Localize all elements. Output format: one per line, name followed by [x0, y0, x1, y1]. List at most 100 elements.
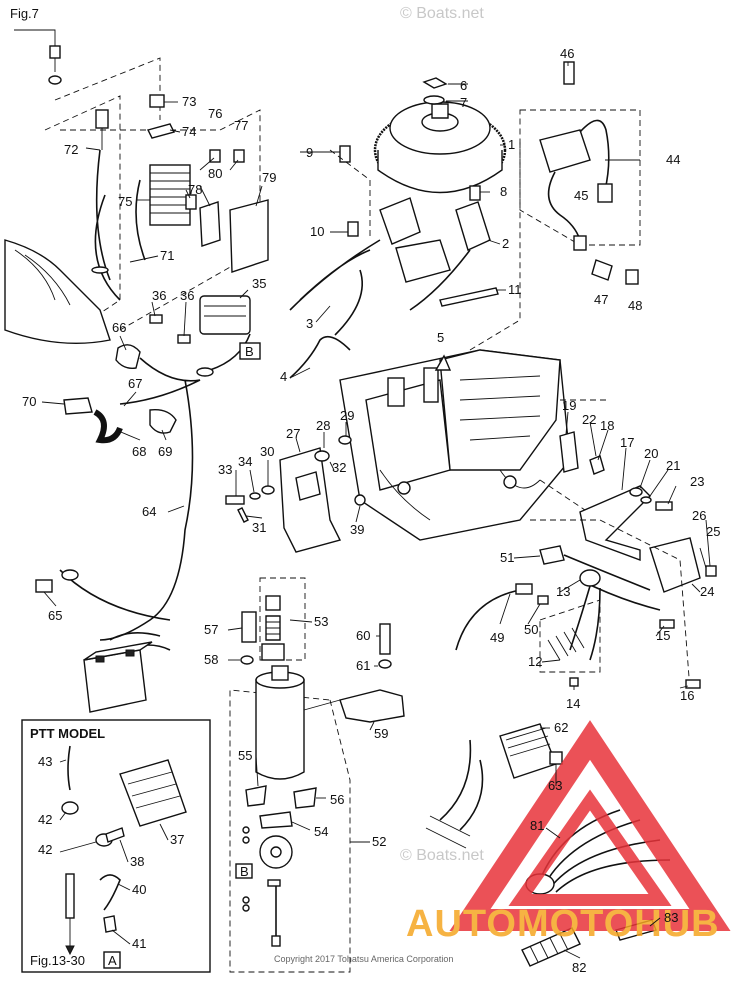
ignition-coil-group — [519, 61, 641, 285]
bolt-icon — [105, 827, 125, 843]
ref-a-label: A — [108, 953, 117, 968]
grommet-icon — [338, 435, 352, 445]
clip-icon — [237, 507, 249, 523]
bolt-icon — [177, 334, 191, 344]
callout-36-a: 36 — [152, 288, 166, 303]
collar-icon — [559, 431, 579, 473]
callout-32: 32 — [332, 460, 346, 475]
clamp-icon — [245, 785, 267, 807]
watermark-boats: © Boats.net — [400, 847, 484, 864]
copyright-text: Copyright 2017 Tohatsu America Corporati… — [274, 954, 453, 964]
logo-triangle-inner — [508, 789, 672, 906]
charge-coil-icon — [455, 201, 491, 251]
ref-box-b — [235, 863, 253, 879]
rod-icon — [439, 287, 499, 307]
callout-6: 6 — [460, 78, 467, 93]
cap-icon — [103, 915, 117, 933]
callout-numbers: 1 2 3 4 5 6 7 8 9 10 11 12 13 14 15 16 1… — [22, 46, 720, 975]
terminal-icon — [196, 367, 214, 377]
callout-9: 9 — [306, 145, 313, 160]
connector-icon — [149, 94, 165, 108]
callout-63: 63 — [548, 778, 562, 793]
callout-70: 70 — [22, 394, 36, 409]
washer-icon — [249, 492, 261, 500]
screw-icon — [705, 565, 717, 577]
ptt-model-panel: PTT MODEL Fig.13-30 A — [21, 719, 211, 973]
arrow-down-icon — [65, 945, 75, 956]
module-box-icon — [229, 199, 269, 273]
callout-58: 58 — [204, 652, 218, 667]
starter-group: B — [229, 577, 405, 973]
ref-b-label: B — [240, 864, 249, 879]
callout-45: 45 — [574, 188, 588, 203]
callout-83: 83 — [664, 910, 678, 925]
callout-25: 25 — [706, 524, 720, 539]
callout-79: 79 — [262, 170, 276, 185]
leader-lines — [41, 62, 711, 959]
cable-icon — [65, 873, 75, 919]
washer-icon — [378, 659, 392, 669]
callout-50: 50 — [524, 622, 538, 637]
relay-icon — [199, 295, 251, 335]
callout-52: 52 — [372, 834, 386, 849]
bolt-icon — [149, 314, 163, 324]
callout-41: 41 — [132, 936, 146, 951]
callout-8: 8 — [500, 184, 507, 199]
screw-icon — [233, 149, 245, 163]
callout-42-a: 42 — [38, 812, 52, 827]
callout-62: 62 — [554, 720, 568, 735]
bracket-17-group — [530, 431, 717, 691]
callout-30: 30 — [260, 444, 274, 459]
bolt-icon — [339, 145, 351, 163]
callout-72: 72 — [64, 142, 78, 157]
coil-icon — [395, 239, 451, 283]
switch-icon — [539, 545, 565, 565]
key-icon — [434, 354, 452, 371]
bracket-icon — [339, 689, 405, 723]
bracket-icon — [279, 447, 342, 553]
bracket-icon — [146, 123, 176, 139]
callout-35: 35 — [252, 276, 266, 291]
bolt-icon — [379, 623, 391, 655]
callout-53: 53 — [314, 614, 328, 629]
cap-icon — [149, 409, 177, 434]
callout-82: 82 — [572, 960, 586, 975]
relay-group: B — [149, 295, 261, 377]
callout-64: 64 — [142, 504, 156, 519]
pulser-coil-icon — [379, 197, 421, 245]
callout-28: 28 — [316, 418, 330, 433]
callout-47: 47 — [594, 292, 608, 307]
flywheel-icon — [373, 101, 507, 194]
cover-fragment — [4, 239, 111, 345]
callout-10: 10 — [310, 224, 324, 239]
terminal-icon — [91, 266, 109, 274]
callout-12: 12 — [528, 654, 542, 669]
callout-59: 59 — [374, 726, 388, 741]
bolt-icon — [625, 269, 639, 285]
callout-29: 29 — [340, 408, 354, 423]
stator-group — [289, 145, 499, 379]
callout-38: 38 — [130, 854, 144, 869]
nut-icon — [209, 149, 221, 163]
watermarks: © Boats.net © Boats.net — [400, 5, 484, 864]
battery-icon — [83, 641, 153, 713]
callout-60: 60 — [356, 628, 370, 643]
callout-81: 81 — [530, 818, 544, 833]
terminal-icon — [61, 569, 79, 581]
callout-11: 11 — [508, 282, 522, 297]
callout-16: 16 — [680, 688, 694, 703]
clamp-icon — [293, 787, 317, 809]
callout-18: 18 — [600, 418, 614, 433]
callout-24: 24 — [700, 584, 714, 599]
callout-68: 68 — [132, 444, 146, 459]
clip-icon — [591, 259, 613, 281]
grommet-icon — [314, 450, 330, 462]
washer-icon — [240, 655, 254, 665]
washer-icon — [261, 485, 275, 495]
automotohub-logo: AUTOMOTOHUB — [406, 720, 731, 945]
cap-icon — [115, 344, 141, 370]
watermark-boats: © Boats.net — [400, 5, 484, 22]
callout-57: 57 — [204, 622, 218, 637]
callout-73: 73 — [182, 94, 196, 109]
cable-group — [35, 344, 201, 713]
